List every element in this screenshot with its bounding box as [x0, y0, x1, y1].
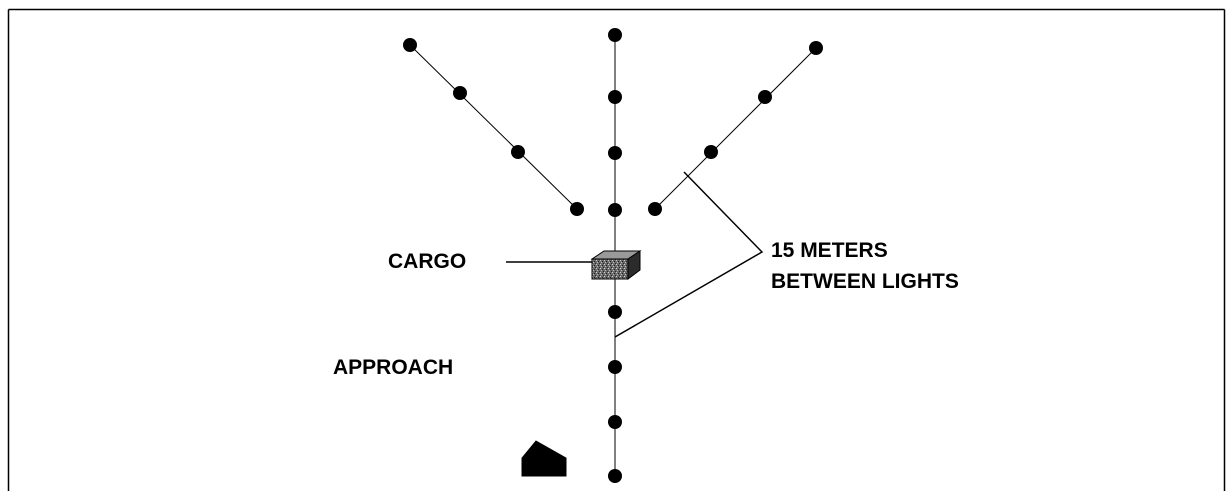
diagram-frame: [7, 8, 1226, 491]
distance-label-line-2: BETWEEN LIGHTS: [771, 270, 959, 293]
right-diagonal-line: [654, 47, 817, 210]
left-diagonal-line: [409, 44, 578, 210]
approach-arrow-icon: [521, 440, 567, 477]
light-dot-icon: [809, 41, 823, 55]
light-dot-icon: [608, 305, 622, 319]
light-dot-icon: [608, 28, 622, 42]
light-dot-icon: [608, 203, 622, 217]
light-dot-icon: [608, 469, 622, 483]
light-dot-icon: [608, 90, 622, 104]
distance-leader-line: [614, 171, 764, 338]
light-dot-icon: [758, 90, 772, 104]
light-dot-icon: [511, 145, 525, 159]
light-dot-icon: [570, 202, 584, 216]
light-dot-icon: [648, 202, 662, 216]
distance-label-line-1: 15 METERS: [771, 239, 888, 262]
cargo-label: CARGO: [388, 250, 467, 273]
lights-group: [403, 28, 823, 483]
light-dot-icon: [704, 145, 718, 159]
light-dot-icon: [453, 86, 467, 100]
light-dot-icon: [608, 360, 622, 374]
cargo-box-icon: [590, 250, 642, 280]
light-dot-icon: [608, 146, 622, 160]
light-dot-icon: [403, 38, 417, 52]
light-dot-icon: [608, 415, 622, 429]
approach-label: APPROACH: [333, 356, 454, 379]
